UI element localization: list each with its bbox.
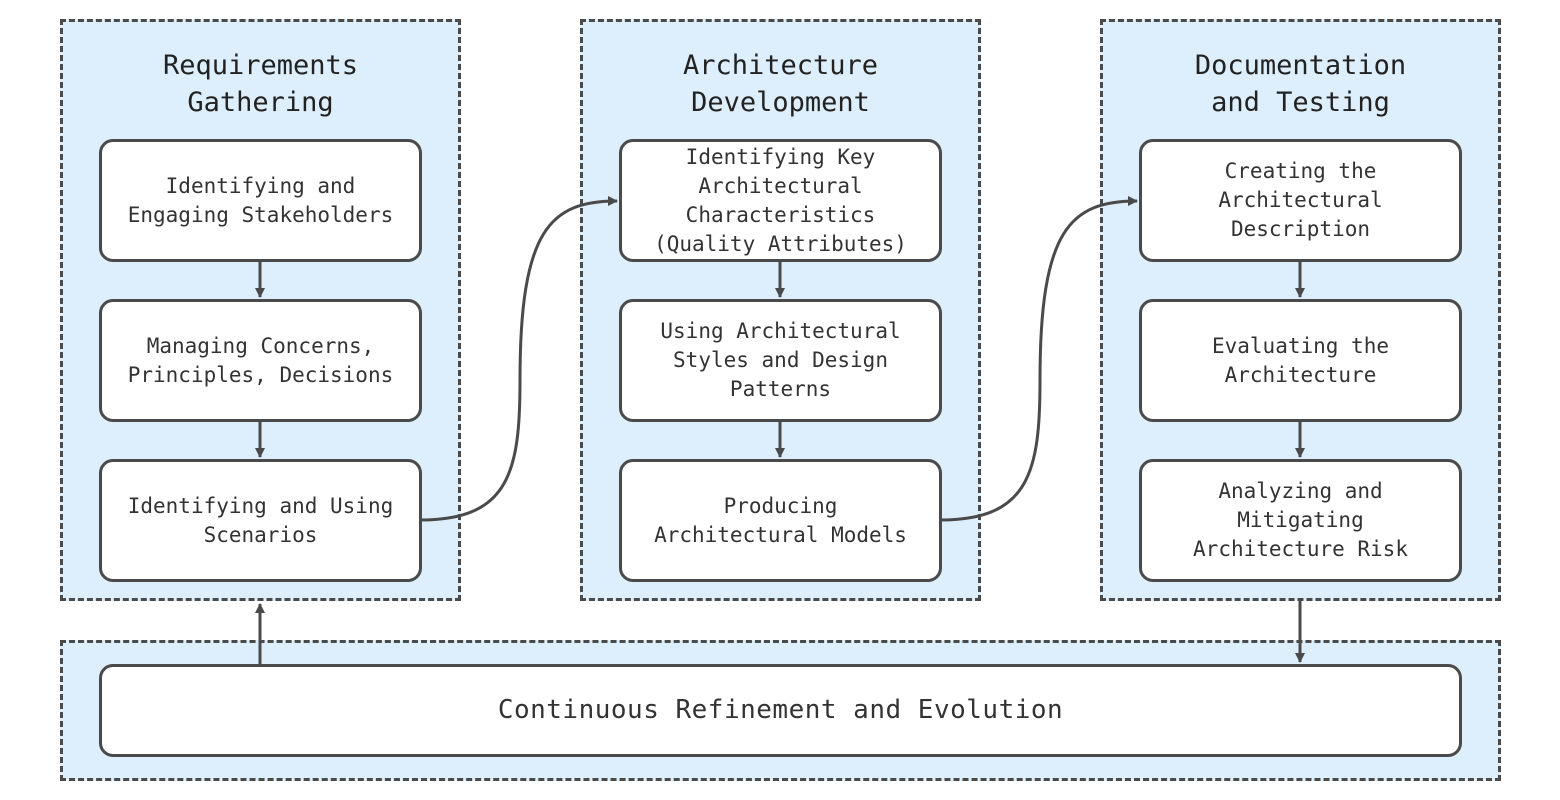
node-label: Producing Architectural Models [654, 493, 907, 547]
node-label: Analyzing and Mitigating Architecture Ri… [1193, 479, 1408, 561]
group-title-requirements: Requirements Gathering [162, 50, 359, 118]
node-analyzing-mitigating-risk: Analyzing and Mitigating Architecture Ri… [1139, 459, 1462, 582]
node-architectural-styles-patterns: Using Architectural Styles and Design Pa… [619, 299, 942, 422]
node-label: Managing Concerns, Principles, Decisions [127, 333, 394, 387]
node-label: Identifying and Engaging Stakeholders [127, 173, 394, 227]
node-evaluating-architecture: Evaluating the Architecture [1139, 299, 1462, 422]
node-continuous-refinement-evolution: Continuous Refinement and Evolution [99, 664, 1462, 757]
group-title-architecture: Architecture Development [682, 50, 879, 118]
node-label: Continuous Refinement and Evolution [497, 695, 1064, 725]
group-title-documentation: Documentation and Testing [1194, 50, 1407, 118]
node-creating-architectural-description: Creating the Architectural Description [1139, 139, 1462, 262]
node-label: Using Architectural Styles and Design Pa… [660, 319, 901, 401]
node-identifying-using-scenarios: Identifying and Using Scenarios [99, 459, 422, 582]
node-label: Evaluating the Architecture [1211, 333, 1389, 387]
node-managing-concerns: Managing Concerns, Principles, Decisions [99, 299, 422, 422]
node-key-architectural-characteristics: Identifying Key Architectural Characteri… [619, 139, 942, 262]
node-producing-architectural-models: Producing Architectural Models [619, 459, 942, 582]
node-label: Creating the Architectural Description [1218, 159, 1383, 241]
node-label: Identifying Key Architectural Characteri… [654, 144, 907, 256]
node-identifying-engaging-stakeholders: Identifying and Engaging Stakeholders [99, 139, 422, 262]
node-label: Identifying and Using Scenarios [127, 493, 394, 547]
